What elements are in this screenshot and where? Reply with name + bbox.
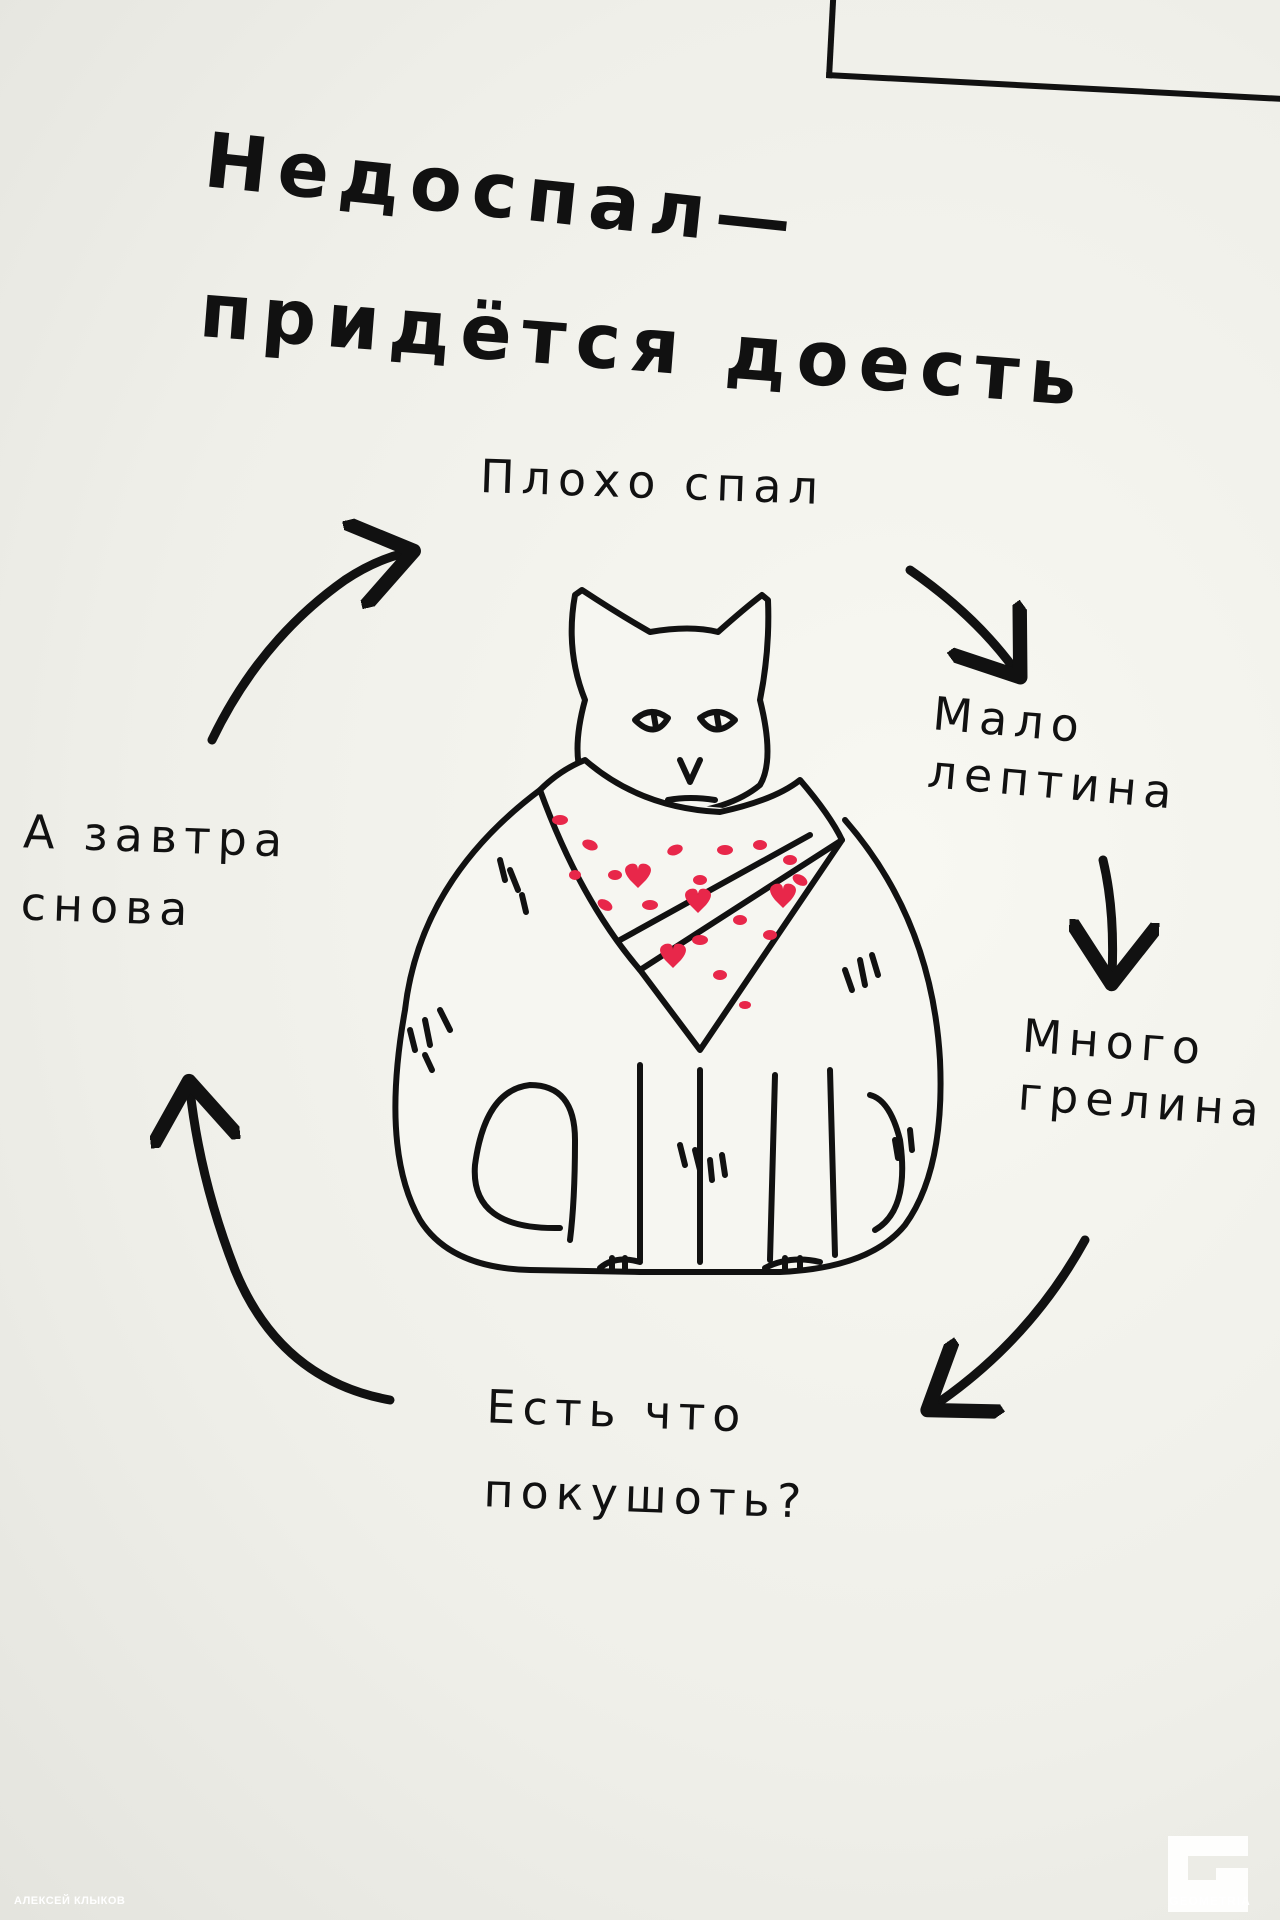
scarf-pattern <box>552 815 808 1009</box>
arrow-top-to-leptin <box>905 565 1015 670</box>
arrow-tomorrow-to-sleep <box>207 553 405 745</box>
arrow-eat-to-tomorrow <box>190 1090 395 1405</box>
brand-label: GEOMETRIA <box>1169 1894 1251 1908</box>
arrow-leptin-to-ghrelin <box>1103 855 1113 975</box>
geometria-logo-icon <box>1168 1836 1248 1912</box>
arrow-ghrelin-to-eat <box>935 1235 1090 1405</box>
cat-drawing <box>392 587 944 1275</box>
photo-credit: АЛЕКСЕЙ КЛЫКОВ <box>14 1895 126 1907</box>
